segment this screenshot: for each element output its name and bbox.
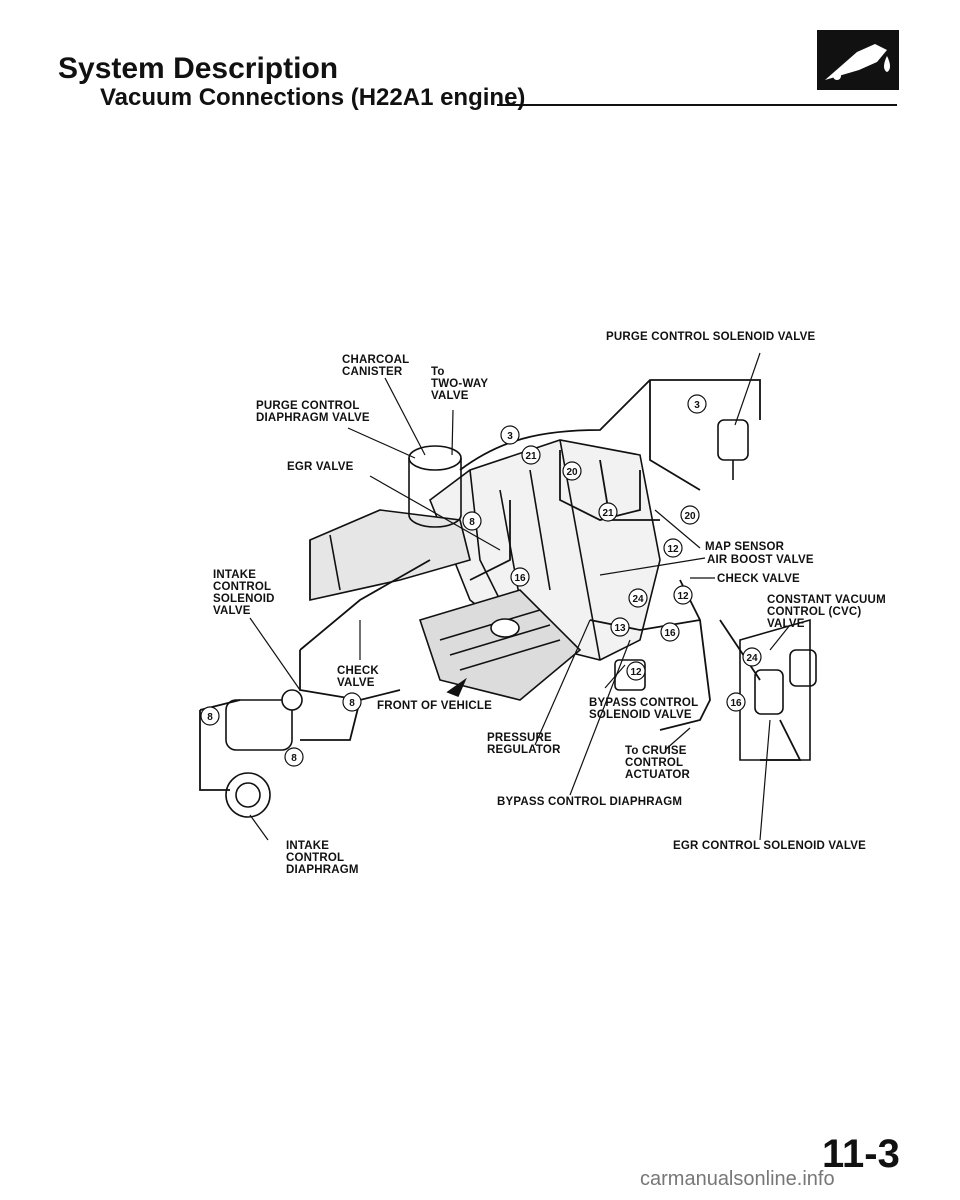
front-of-vehicle-arrow xyxy=(446,677,467,698)
label-egr-valve: EGR VALVE xyxy=(287,461,354,473)
hose-number-markers xyxy=(200,394,762,767)
leader-lines xyxy=(249,352,791,841)
intake-control-diaphragm xyxy=(225,689,303,818)
label-front-of-vehicle: FRONT OF VEHICLE xyxy=(377,700,493,712)
hose-number: 8 xyxy=(207,712,213,723)
hose-number: 21 xyxy=(602,508,614,519)
label-egr-control-solenoid-valve: EGR CONTROL SOLENOID VALVE xyxy=(673,840,867,852)
hose-number: 21 xyxy=(525,451,537,462)
label-intake-control-diaphragm: INTAKE CONTROL DIAPHRAGM xyxy=(286,840,359,876)
label-intake-control-solenoid-valve: INTAKE CONTROL SOLENOID VALVE xyxy=(213,569,275,617)
hose-number: 16 xyxy=(514,573,526,584)
hose-number: 24 xyxy=(746,653,758,664)
label-bypass-control-diaphragm: BYPASS CONTROL DIAPHRAGM xyxy=(497,796,683,808)
hose-number: 20 xyxy=(684,511,696,522)
label-check-valve-right: CHECK VALVE xyxy=(717,573,800,585)
page-number: 11-3 xyxy=(822,1132,900,1176)
hose-number: 12 xyxy=(630,667,642,678)
vacuum-hoses xyxy=(199,379,802,791)
charcoal-canister xyxy=(408,445,462,528)
hose-number: 16 xyxy=(664,628,676,639)
label-purge-control-solenoid-valve: PURGE CONTROL SOLENOID VALVE xyxy=(606,331,816,343)
emission-fuel-section-icon xyxy=(817,30,899,90)
label-charcoal-canister: CHARCOAL CANISTER xyxy=(342,354,410,378)
label-cvc-valve: CONSTANT VACUUM CONTROL (CVC) VALVE xyxy=(767,594,886,630)
intake-chamber xyxy=(309,509,471,601)
header-rule xyxy=(497,104,897,106)
label-purge-control-diaphragm-valve: PURGE CONTROL DIAPHRAGM VALVE xyxy=(256,400,370,424)
hose-number: 13 xyxy=(614,623,626,634)
valve-cover xyxy=(418,589,582,701)
label-to-two-way-valve: To TWO-WAY VALVE xyxy=(431,366,489,402)
hose-number: 24 xyxy=(632,594,644,605)
label-bypass-control-solenoid-valve: BYPASS CONTROL SOLENOID VALVE xyxy=(589,697,699,721)
label-map-sensor: MAP SENSOR xyxy=(705,541,785,553)
hose-number-labels: 3 3 21 20 21 20 8 16 12 12 24 13 16 12 2… xyxy=(207,400,758,764)
hose-number: 12 xyxy=(677,591,689,602)
section-subtitle: Vacuum Connections (H22A1 engine) xyxy=(100,84,526,111)
hose-number: 20 xyxy=(566,467,578,478)
purge-control-solenoid xyxy=(717,419,749,480)
hose-number: 8 xyxy=(349,698,355,709)
label-check-valve-left: CHECK VALVE xyxy=(337,665,379,689)
label-pressure-regulator: PRESSURE REGULATOR xyxy=(487,732,561,756)
hose-number: 12 xyxy=(667,544,679,555)
page-title: System Description xyxy=(58,52,339,85)
hose-number: 3 xyxy=(507,431,513,442)
hose-number: 3 xyxy=(694,400,700,411)
hose-number: 8 xyxy=(291,753,297,764)
label-air-boost-valve: AIR BOOST VALVE xyxy=(707,554,814,566)
footer-watermark: carmanualsonline.info xyxy=(640,1168,835,1190)
hose-number: 16 xyxy=(730,698,742,709)
cvc-valve-assembly xyxy=(739,618,817,761)
label-to-cruise-control-actuator: To CRUISE CONTROL ACTUATOR xyxy=(625,745,691,781)
hose-number: 8 xyxy=(469,517,475,528)
